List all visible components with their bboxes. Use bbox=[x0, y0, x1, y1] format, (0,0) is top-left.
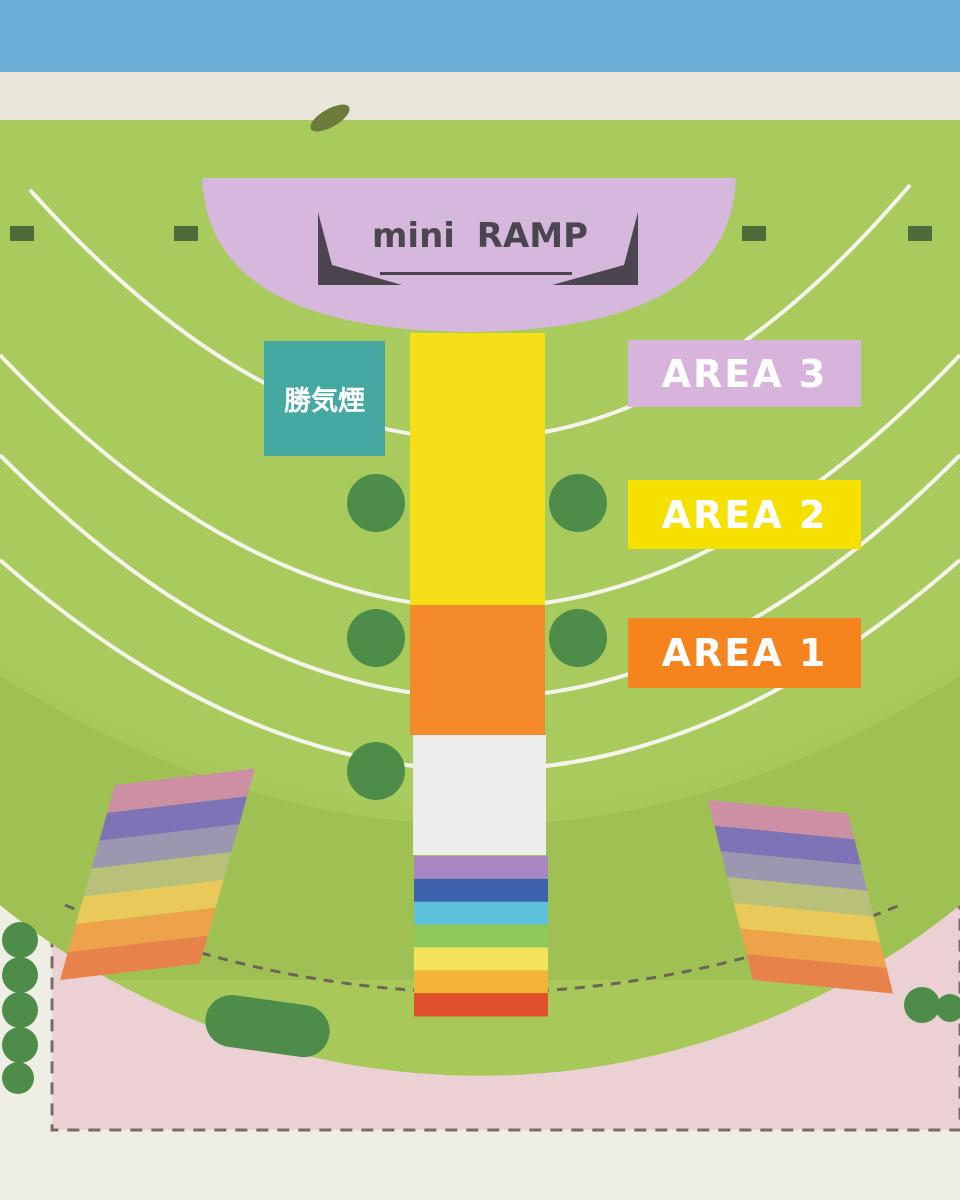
rainbow-step bbox=[99, 796, 248, 841]
rainbow-step bbox=[414, 924, 548, 948]
rainbow-step bbox=[107, 768, 256, 813]
rainbow-steps-right bbox=[708, 800, 893, 994]
rainbow-step bbox=[414, 901, 548, 926]
rainbow-step bbox=[414, 878, 548, 903]
rainbow-steps-center bbox=[414, 856, 548, 1017]
boat-icon bbox=[310, 104, 350, 132]
stage-title: mini RAMP bbox=[371, 216, 589, 256]
rainbow-step bbox=[720, 851, 868, 891]
rainbow-steps-left bbox=[60, 768, 256, 980]
bench-icon bbox=[10, 226, 932, 241]
rainbow-step bbox=[414, 856, 548, 880]
kachikemuri-zone bbox=[264, 341, 385, 456]
sea bbox=[0, 0, 960, 72]
lane-area2 bbox=[410, 333, 545, 605]
rainbow-step bbox=[733, 902, 881, 943]
rainbow-step bbox=[75, 879, 224, 925]
tree-icon bbox=[2, 474, 960, 1094]
area3-zone bbox=[628, 340, 861, 407]
kachikemuri-label: 勝気煙 bbox=[284, 386, 365, 417]
sand-strip bbox=[0, 72, 960, 122]
rainbow-step bbox=[83, 852, 232, 897]
area2-label: AREA 2 bbox=[661, 492, 828, 537]
rainbow-step bbox=[67, 907, 216, 953]
rainbow-step bbox=[740, 928, 887, 968]
rainbow-step bbox=[714, 825, 861, 865]
rainbow-step bbox=[746, 954, 893, 994]
area2-zone bbox=[628, 480, 861, 549]
rainbow-step bbox=[708, 800, 855, 840]
rainbow-step bbox=[414, 993, 548, 1017]
area3-label: AREA 3 bbox=[661, 351, 828, 396]
rainbow-step bbox=[414, 970, 548, 994]
rainbow-step bbox=[727, 877, 874, 917]
lane-area1 bbox=[410, 605, 545, 735]
rainbow-step bbox=[91, 824, 240, 869]
area1-zone bbox=[628, 618, 861, 688]
mini-ramp-stage bbox=[202, 178, 736, 332]
area1-label: AREA 1 bbox=[661, 631, 828, 675]
lane-walkway bbox=[413, 735, 546, 855]
rainbow-step bbox=[414, 947, 548, 971]
rainbow-step bbox=[60, 935, 208, 980]
ramp-shape bbox=[318, 212, 638, 285]
